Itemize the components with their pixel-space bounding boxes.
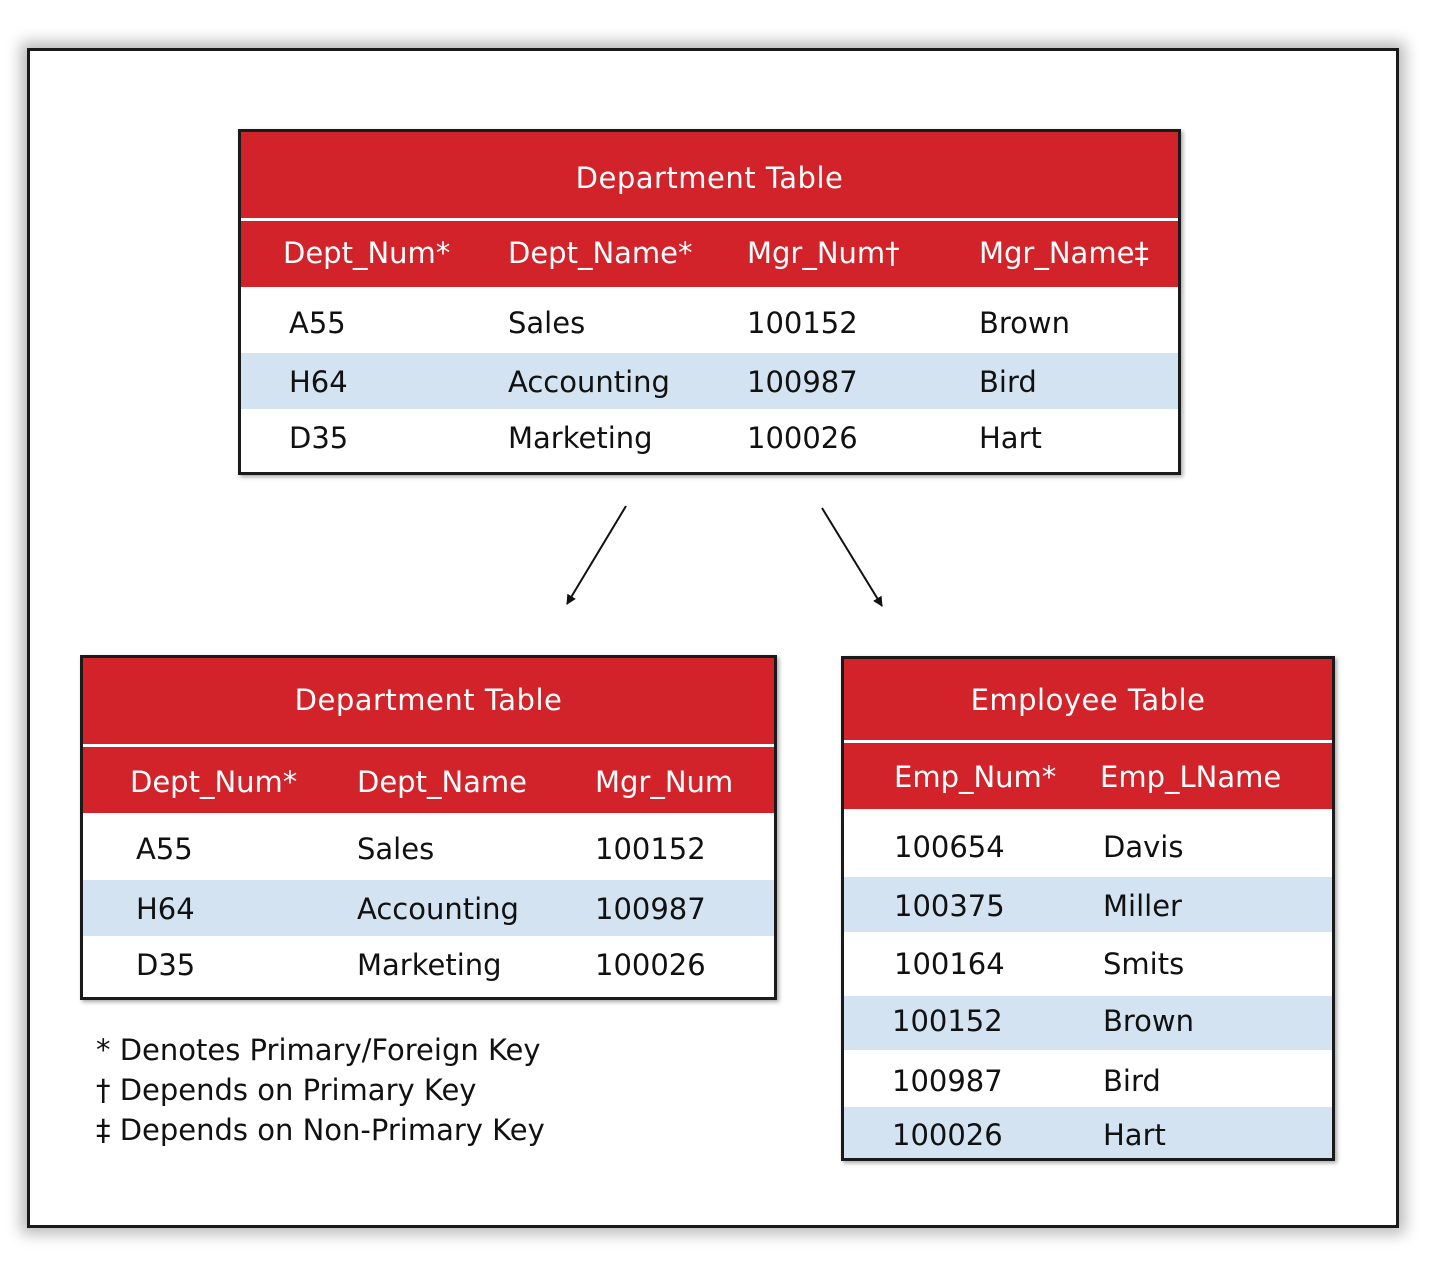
table-cell: H64 [136,892,195,926]
employee-table: Employee Table Emp_Num* Emp_LName 100654… [841,656,1335,1161]
column-header: Dept_Num* [283,236,451,270]
table-row: 100026 Hart [844,1107,1332,1158]
table-cell: 100026 [892,1118,1003,1152]
table-title: Department Table [83,658,774,747]
table-cell: Smits [1103,947,1185,981]
table-cell: 100026 [595,948,706,982]
top-department-table: Department Table Dept_Num* Dept_Name* Mg… [238,129,1181,475]
table-cell: Marketing [357,948,502,982]
table-header: Employee Table Emp_Num* Emp_LName [844,659,1332,809]
table-cell: Bird [1103,1064,1161,1098]
table-header: Department Table Dept_Num* Dept_Name* Mg… [241,132,1178,287]
table-cell: 100987 [595,892,706,926]
table-cell: 100026 [747,421,858,455]
table-cell: Miller [1103,889,1182,923]
table-row: H64 Accounting 100987 [83,880,774,936]
legend-depends-primary-key: † Depends on Primary Key [96,1073,477,1107]
table-cell: 100375 [894,889,1005,923]
table-cell: 100152 [747,306,858,340]
table-cell: A55 [289,306,346,340]
column-header-row: Emp_Num* Emp_LName [844,743,1332,809]
table-row: A55 Sales 100152 Brown [241,287,1178,353]
table-row: 100375 Miller [844,877,1332,932]
column-header: Emp_LName [1100,760,1282,794]
table-row: D35 Marketing 100026 [83,936,774,997]
table-cell: D35 [136,948,196,982]
table-row: D35 Marketing 100026 Hart [241,409,1178,472]
key-legend: * Denotes Primary/Foreign Key † Depends … [96,1030,545,1150]
table-cell: Hart [979,421,1042,455]
table-cell: 100987 [892,1064,1003,1098]
table-row: 100152 Brown [844,996,1332,1050]
table-cell: Sales [508,306,586,340]
department-table: Department Table Dept_Num* Dept_Name Mgr… [80,655,777,1000]
table-row: 100654 Davis [844,809,1332,877]
legend-primary-foreign-key: * Denotes Primary/Foreign Key [96,1033,541,1067]
table-cell: 100152 [595,832,706,866]
table-cell: 100654 [894,830,1005,864]
table-cell: A55 [136,832,193,866]
table-cell: Davis [1103,830,1184,864]
table-cell: Brown [979,306,1071,340]
table-cell: Accounting [508,365,670,399]
legend-depends-non-primary-key: ‡ Depends on Non-Primary Key [96,1113,545,1147]
table-cell: H64 [289,365,348,399]
column-header: Dept_Name [357,765,528,799]
column-header-row: Dept_Num* Dept_Name* Mgr_Num† Mgr_Name‡ [241,221,1178,287]
column-header: Dept_Name* [508,236,693,270]
table-cell: Bird [979,365,1037,399]
table-header: Department Table Dept_Num* Dept_Name Mgr… [83,658,774,813]
table-cell: 100164 [894,947,1005,981]
column-header: Mgr_Num† [747,236,900,270]
column-header: Emp_Num* [894,760,1057,794]
table-cell: D35 [289,421,349,455]
table-row: H64 Accounting 100987 Bird [241,353,1178,409]
table-row: 100164 Smits [844,932,1332,996]
table-row: A55 Sales 100152 [83,813,774,880]
table-cell: Accounting [357,892,519,926]
column-header: Mgr_Num [595,765,734,799]
column-header: Mgr_Name‡ [979,236,1149,270]
table-title: Employee Table [844,659,1332,743]
table-cell: 100152 [892,1004,1003,1038]
table-cell: Marketing [508,421,653,455]
table-cell: Hart [1103,1118,1166,1152]
table-cell: Sales [357,832,435,866]
table-cell: Brown [1103,1004,1195,1038]
column-header: Dept_Num* [130,765,298,799]
table-row: 100987 Bird [844,1050,1332,1107]
column-header-row: Dept_Num* Dept_Name Mgr_Num [83,747,774,813]
table-title: Department Table [241,132,1178,221]
table-cell: 100987 [747,365,858,399]
